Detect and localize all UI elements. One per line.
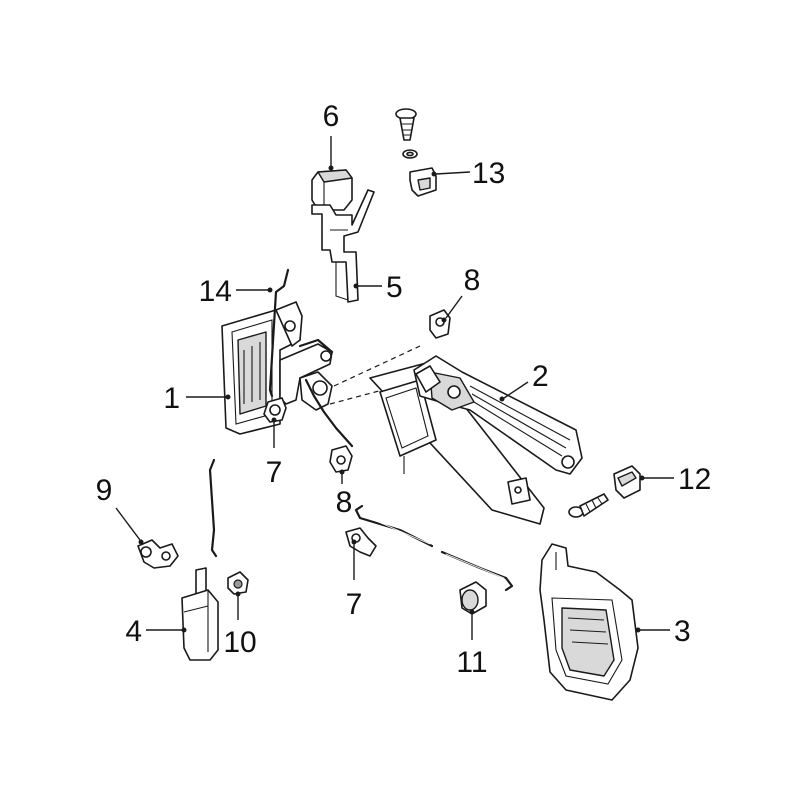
linkage-rods: [298, 338, 421, 448]
part-8-clip-lower: [329, 445, 353, 473]
part-10-grommet: [227, 571, 249, 595]
callout-14: 14: [199, 275, 232, 308]
lower-rods: [354, 504, 514, 592]
callout-8-upper: 8: [464, 264, 481, 297]
callout-13: 13: [472, 157, 505, 190]
callout-9: 9: [96, 474, 113, 507]
part-8-clip-upper: [429, 309, 451, 339]
callout-7-lower: 7: [346, 588, 363, 621]
part-3-inside-bezel: [539, 543, 639, 701]
callout-10: 10: [223, 626, 256, 659]
part-13-screw-clip: [395, 108, 437, 197]
callout-7-upper: 7: [266, 456, 283, 489]
part-5-lock-rod-bracket: [311, 189, 375, 303]
part-12-screw-clip: [568, 465, 641, 518]
handle-gasket-plate: [369, 361, 545, 525]
callout-8-lower: 8: [336, 486, 353, 519]
callout-4: 4: [125, 615, 142, 648]
callout-6: 6: [323, 100, 340, 133]
part-6-lock-cylinder: [311, 169, 353, 211]
callout-12: 12: [678, 463, 711, 496]
part-7-clip-upper: [263, 397, 287, 423]
callout-3: 3: [674, 615, 691, 648]
callout-11: 11: [456, 646, 487, 679]
part-11-bushing: [459, 581, 487, 615]
callout-1: 1: [163, 382, 180, 415]
callout-5: 5: [386, 271, 403, 304]
thin-wire-rod: [208, 458, 218, 558]
callout-2: 2: [532, 360, 549, 393]
part-1-latch-body: [221, 301, 333, 435]
leader-lines: [115, 136, 674, 640]
part-2-outside-handle: [413, 355, 583, 475]
part-4-actuator: [181, 567, 219, 661]
part-7-clip-lower: [345, 527, 377, 557]
part-14-rod: [268, 268, 290, 398]
part-9-clip: [137, 539, 179, 569]
